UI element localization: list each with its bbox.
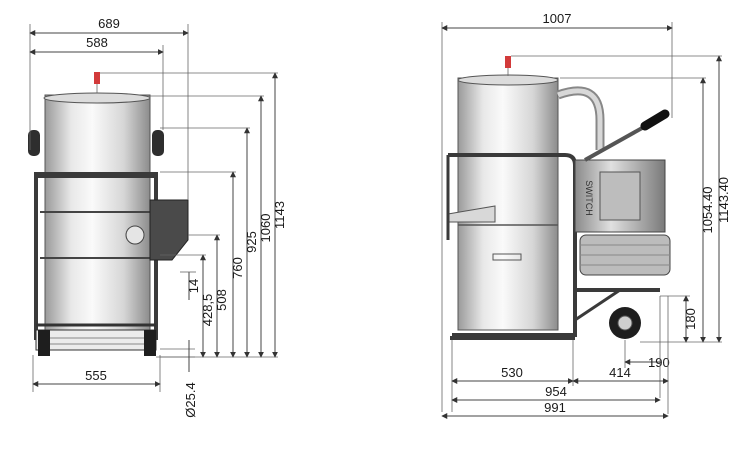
front-width-body: 588 bbox=[86, 35, 108, 50]
front-height-508: 508 bbox=[214, 289, 229, 311]
side-width-991: 991 bbox=[544, 400, 566, 415]
side-width-414: 414 bbox=[609, 365, 631, 380]
front-handle-left bbox=[28, 130, 40, 156]
side-view: SWITCH 1007 1143.40 1054.40 180 190 bbox=[441, 11, 731, 419]
front-width-overall: 689 bbox=[98, 16, 120, 31]
side-drum-lid bbox=[457, 74, 559, 86]
front-side-box bbox=[149, 199, 189, 261]
front-height-1060: 1060 bbox=[258, 214, 273, 243]
front-drum bbox=[44, 94, 151, 341]
front-height-428: 428,5 bbox=[200, 294, 215, 327]
front-wheel-left bbox=[38, 330, 50, 356]
side-height-180: 180 bbox=[683, 308, 698, 330]
front-inlet bbox=[125, 225, 145, 245]
front-handle-right bbox=[152, 130, 164, 156]
side-motor-label: SWITCH bbox=[584, 180, 594, 216]
front-width-base: 555 bbox=[85, 368, 107, 383]
front-height-14: 14 bbox=[186, 279, 201, 293]
front-frame bbox=[36, 172, 156, 178]
front-height-760: 760 bbox=[230, 257, 245, 279]
side-height-1054: 1054.40 bbox=[700, 187, 715, 234]
front-view: 689 588 555 1143 1060 925 760 508 428,5 … bbox=[28, 16, 287, 418]
front-wheel-right bbox=[144, 330, 156, 356]
side-width-overall: 1007 bbox=[543, 11, 572, 26]
side-width-190: 190 bbox=[648, 355, 670, 370]
front-wheel-diameter: Ø25.4 bbox=[183, 382, 198, 417]
front-height-1143: 1143 bbox=[272, 201, 287, 229]
side-width-954: 954 bbox=[545, 384, 567, 399]
side-width-530: 530 bbox=[501, 365, 523, 380]
side-drum bbox=[457, 77, 559, 331]
front-height-925: 925 bbox=[244, 231, 259, 253]
side-red-knob bbox=[505, 56, 511, 68]
front-base bbox=[35, 329, 157, 351]
front-red-knob bbox=[94, 72, 100, 84]
side-height-1143: 1143.40 bbox=[716, 177, 731, 223]
front-drum-lid bbox=[43, 92, 151, 104]
